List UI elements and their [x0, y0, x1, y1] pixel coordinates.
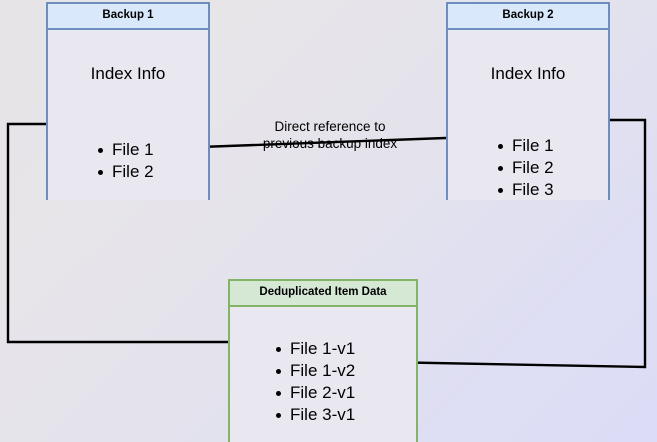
node-backup-1-header: Backup 1	[48, 4, 208, 30]
backup-2-file-list: File 1 File 2 File 3	[496, 135, 554, 201]
list-item: File 1	[96, 139, 154, 161]
node-backup-2-header: Backup 2	[448, 4, 608, 30]
list-item: File 2-v1	[274, 382, 355, 404]
list-item: File 1	[496, 135, 554, 157]
list-item: File 2	[496, 157, 554, 179]
node-deduplicated-item-data-header: Deduplicated Item Data	[230, 281, 416, 307]
node-deduplicated-item-data-body: File 1-v1 File 1-v2 File 2-v1 File 3-v1	[230, 306, 416, 442]
backup-1-file-list: File 1 File 2	[96, 139, 154, 183]
list-item: File 1-v2	[274, 360, 355, 382]
deduplicated-file-list: File 1-v1 File 1-v2 File 2-v1 File 3-v1	[274, 338, 355, 426]
node-backup-2[interactable]: Backup 2 Index Info File 1 File 2 File 3	[446, 2, 610, 200]
list-item: File 1-v1	[274, 338, 355, 360]
node-backup-1[interactable]: Backup 1 Index Info File 1 File 2	[46, 2, 210, 200]
node-deduplicated-item-data[interactable]: Deduplicated Item Data File 1-v1 File 1-…	[228, 279, 418, 442]
list-item: File 3	[496, 179, 554, 201]
list-item: File 2	[96, 161, 154, 183]
edge-label-direct-reference: Direct reference to previous backup inde…	[262, 119, 398, 151]
backup-1-index-info-label: Index Info	[90, 63, 166, 83]
backup-2-index-info-label: Index Info	[490, 63, 566, 83]
node-backup-2-body: Index Info File 1 File 2 File 3	[448, 29, 608, 201]
node-backup-1-body: Index Info File 1 File 2	[48, 29, 208, 200]
list-item: File 3-v1	[274, 404, 355, 426]
